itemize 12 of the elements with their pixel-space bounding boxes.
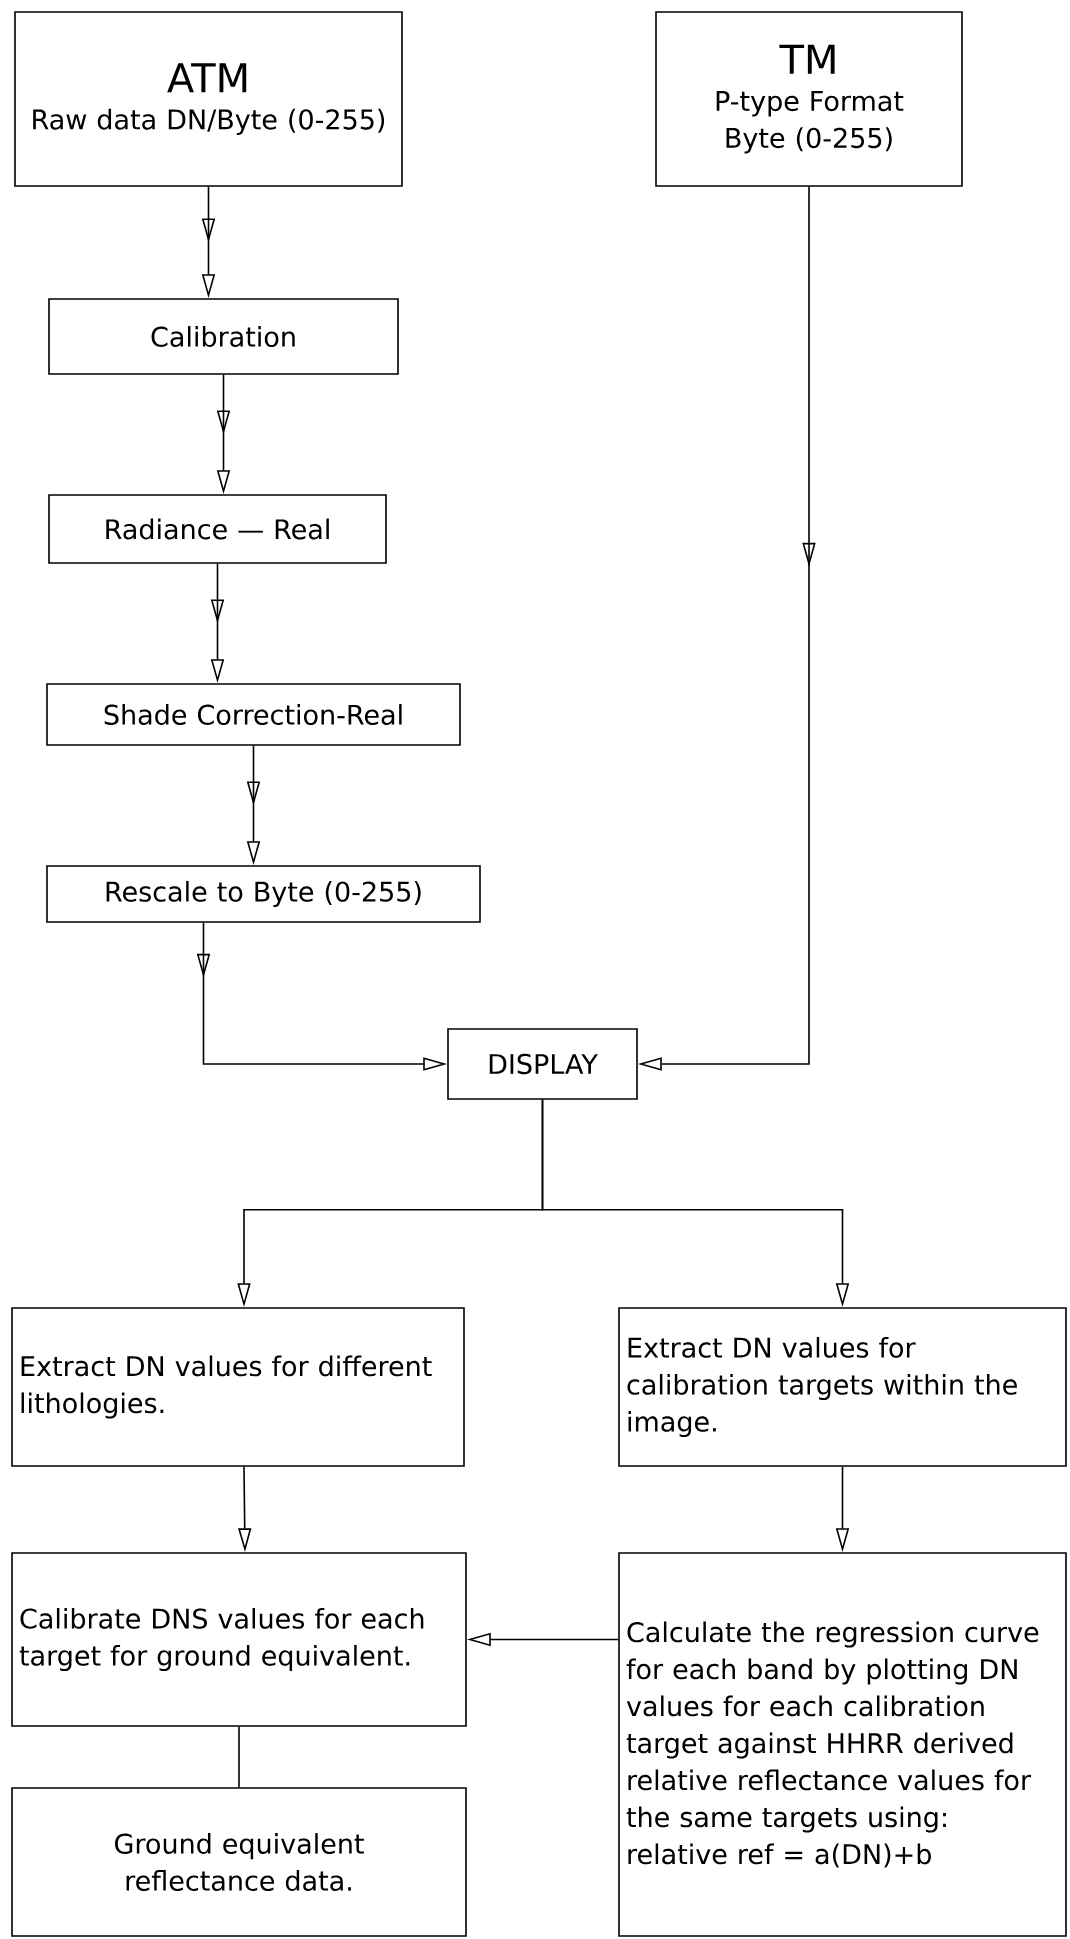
process-box: ATM Raw data DN/Byte (0-255) — [14, 11, 403, 187]
process-box: Extract DN values for different lithologies. — [11, 1307, 465, 1467]
process-box: Calculate the regression curve for each band by plotting DN values for each calibration target against HHRR derived relative reflectance values for the same targets using: relative ref = a(DN)+b — [618, 1552, 1067, 1937]
process-box: Radiance — Real — [48, 494, 387, 564]
process-box: DISPLAY — [447, 1028, 638, 1100]
process-box: Shade Correction-Real — [46, 683, 461, 746]
process-box: Rescale to Byte (0-255) — [46, 865, 481, 923]
process-box: Calibrate DNS values for each target for ground equivalent. — [11, 1552, 467, 1727]
process-box: Extract DN values for calibration targets within the image. — [618, 1307, 1067, 1467]
process-box: Ground equivalent reflectance data. — [11, 1787, 467, 1937]
process-box: Calibration — [48, 298, 399, 375]
process-box: TM P-type Format Byte (0-255) — [655, 11, 963, 187]
